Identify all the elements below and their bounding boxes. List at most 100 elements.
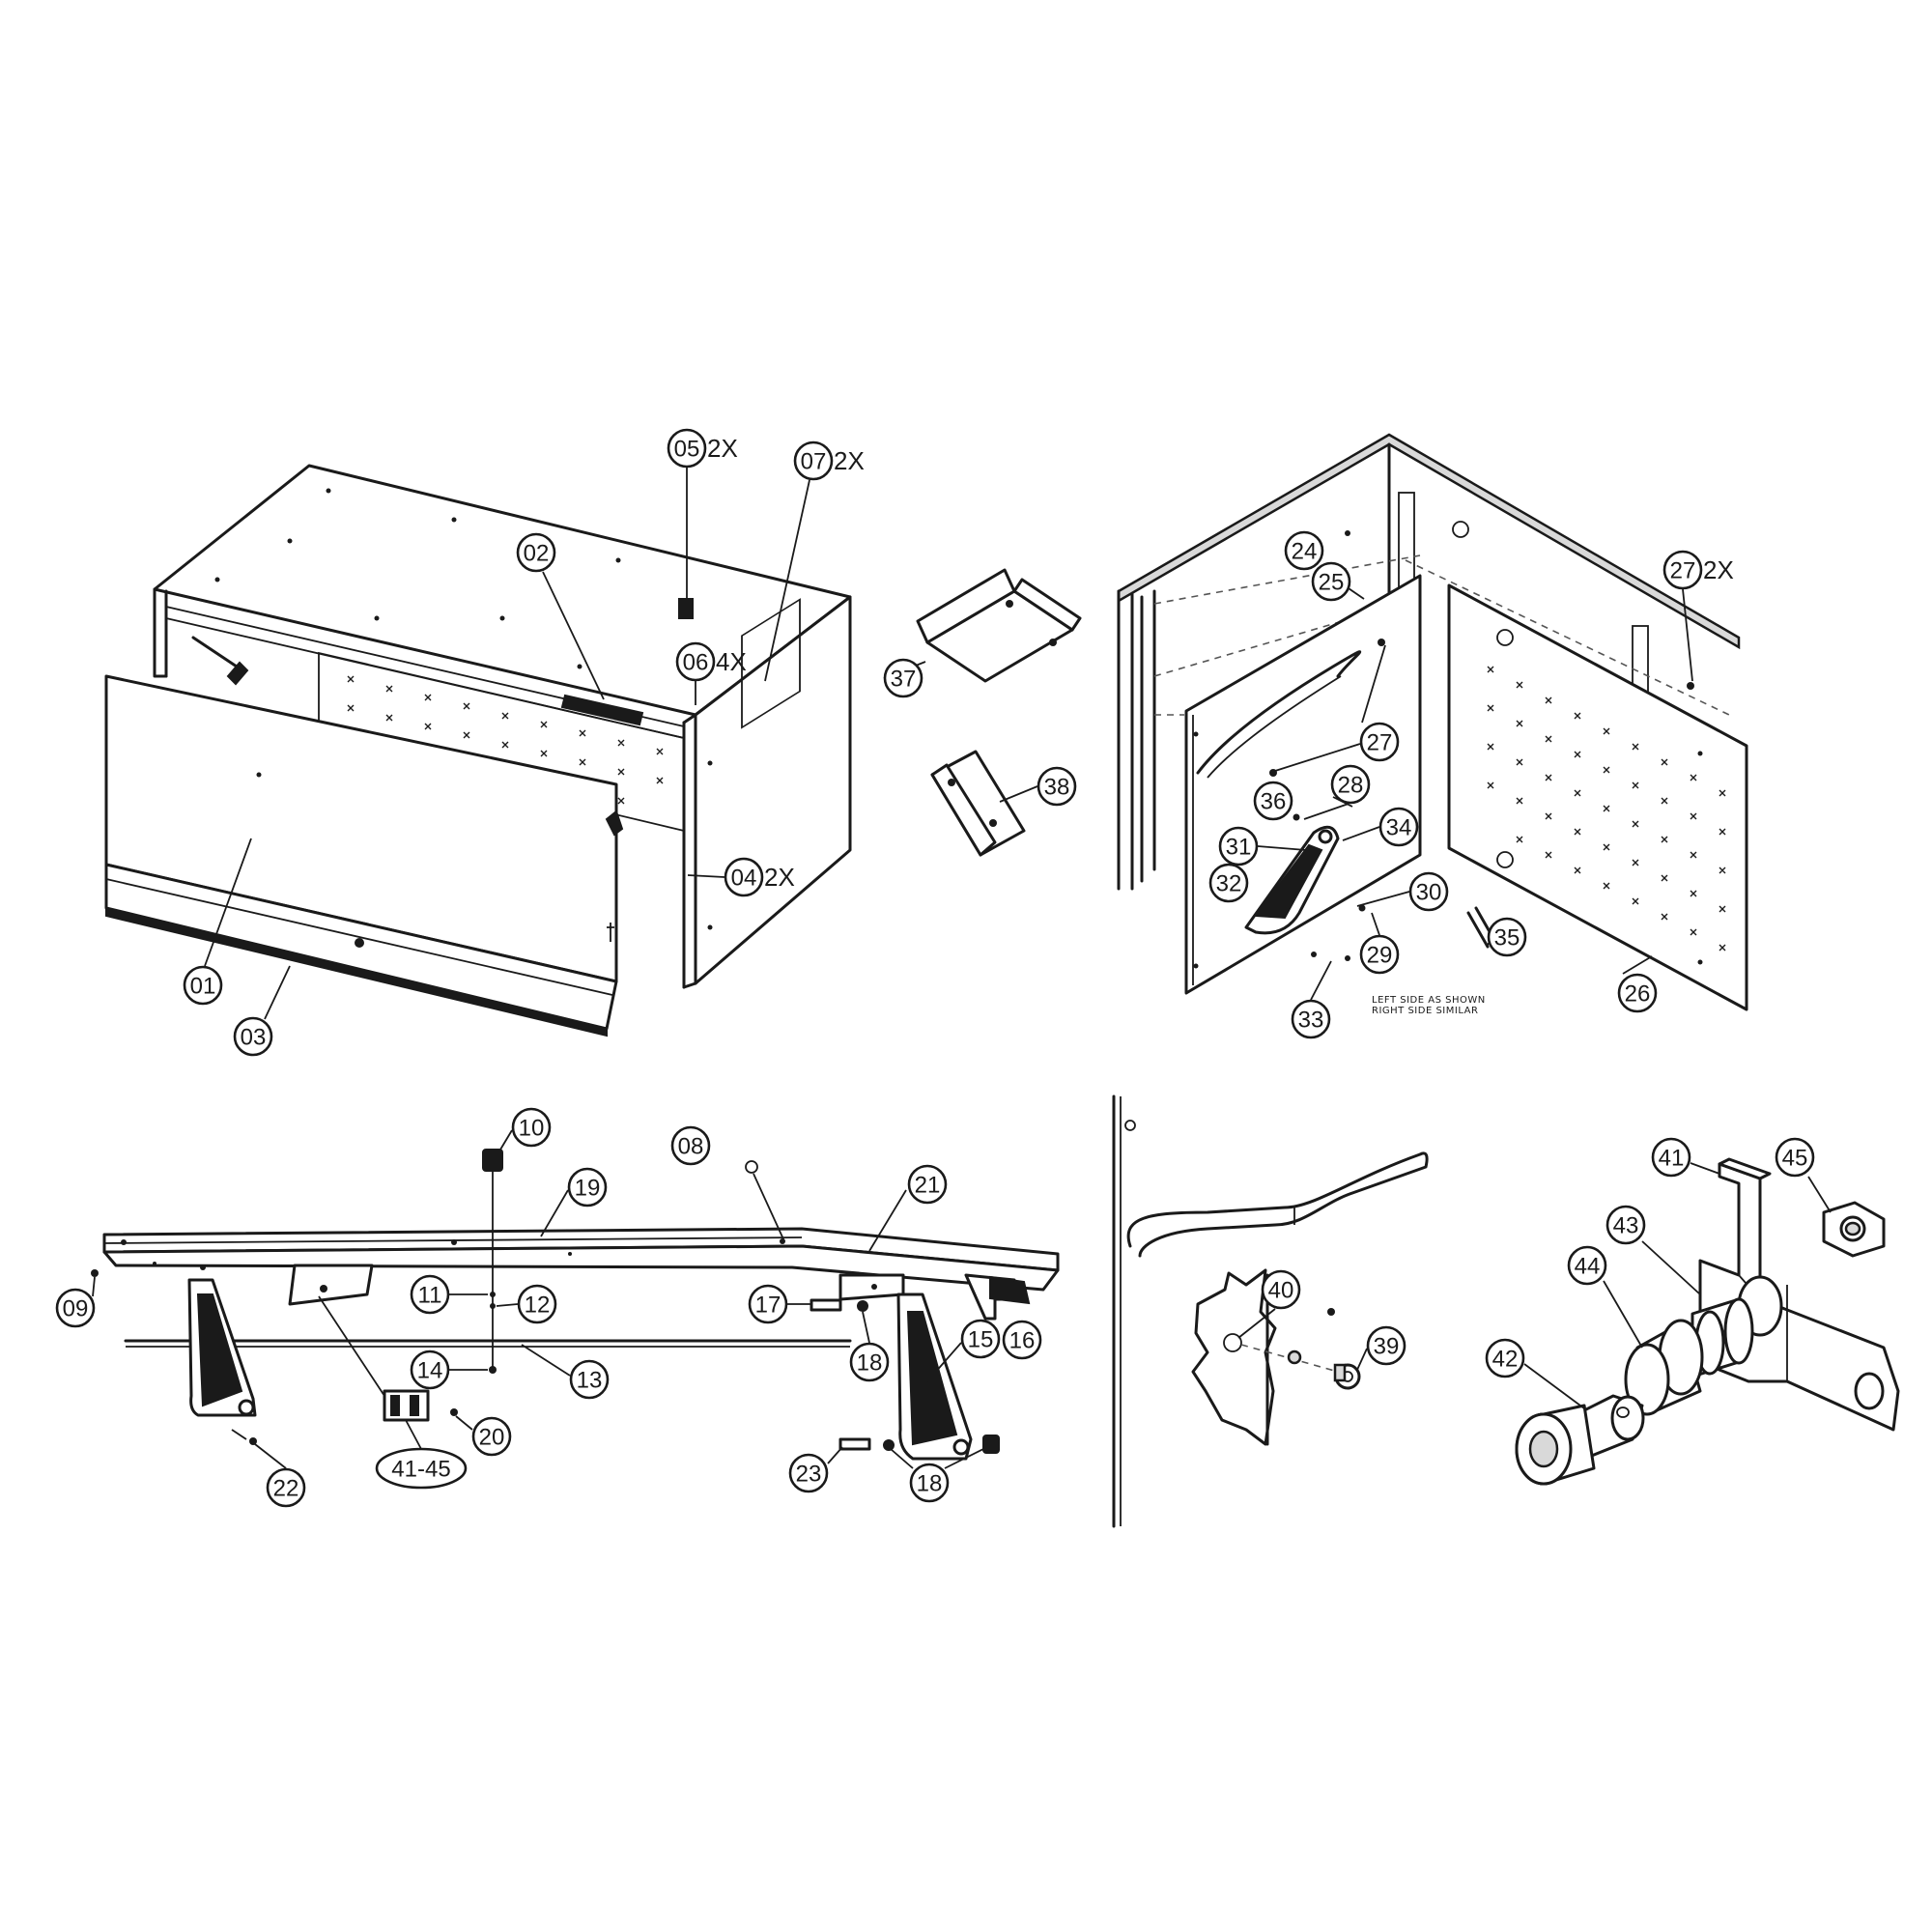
callout-41: 41 (1651, 1137, 1691, 1178)
callout-23: 23 (788, 1453, 829, 1493)
callout-circle (849, 1342, 890, 1382)
callout-circle (1485, 1338, 1525, 1378)
callout-24: 24 (1284, 530, 1324, 571)
callout-number: 29 (1367, 943, 1393, 969)
side-note: LEFT SIDE AS SHOWN RIGHT SIDE SIMILAR (1372, 995, 1486, 1016)
callout-circle (1359, 934, 1400, 975)
callout-number: 17 (755, 1293, 781, 1319)
callout-number: 04 (731, 866, 757, 892)
callout-14: 14 (410, 1350, 450, 1390)
callout-circle (1617, 973, 1658, 1013)
callout-39: 39 (1366, 1325, 1406, 1366)
callout-circle (1002, 1320, 1042, 1360)
callout-number: 34 (1386, 815, 1412, 841)
callout-number: 06 (683, 650, 709, 676)
callout-36: 36 (1253, 781, 1293, 821)
callout-number: 09 (63, 1296, 89, 1322)
callout-37: 37 (883, 658, 923, 698)
callout-circle (1567, 1245, 1607, 1286)
callout-circle (1311, 561, 1351, 602)
callout-number: 24 (1292, 539, 1318, 565)
callout-10: 10 (511, 1107, 552, 1148)
callout-circle (909, 1463, 950, 1503)
callout-circle (960, 1319, 1001, 1359)
callout-quantity: 2X (764, 863, 795, 892)
callout-number: 02 (524, 541, 550, 567)
callout-02: 02 (516, 532, 556, 573)
callout-16: 16 (1002, 1320, 1042, 1360)
callout-35: 35 (1487, 917, 1527, 957)
callout-03: 03 (233, 1016, 273, 1057)
bracket-37 (916, 568, 1082, 683)
callout-18: 18 (849, 1342, 890, 1382)
callout-number: 37 (891, 667, 917, 693)
callout-circle (569, 1359, 610, 1400)
callout-circle (410, 1350, 450, 1390)
callout-circle (511, 1107, 552, 1148)
note-line-2: RIGHT SIDE SIMILAR (1372, 1006, 1478, 1016)
callout-38: 38 (1037, 766, 1077, 807)
callout-40: 40 (1261, 1269, 1301, 1310)
callout-number: 43 (1613, 1213, 1639, 1239)
callout-45: 45 (1775, 1137, 1815, 1178)
callout-circle (1284, 530, 1324, 571)
callout-11: 11 (410, 1274, 450, 1315)
callout-26: 26 (1617, 973, 1658, 1013)
callout-number: 33 (1298, 1008, 1324, 1034)
callout-circle (1359, 722, 1400, 762)
callout-circle (1208, 863, 1249, 903)
callout-number: 05 (674, 437, 700, 463)
callout-number: 40 (1268, 1278, 1294, 1304)
callout-43: 43 (1605, 1205, 1646, 1245)
callout-20: 20 (471, 1416, 512, 1457)
callout-number: 27 (1670, 558, 1696, 584)
callout-number: 11 (418, 1283, 442, 1309)
group-callout-label: 41-45 (391, 1457, 450, 1483)
strut-pin-detail (1112, 1094, 1429, 1528)
callout-28: 28 (1330, 764, 1371, 805)
callout-circle (471, 1416, 512, 1457)
callout-08: 08 (670, 1125, 711, 1166)
callout-number: 23 (796, 1462, 822, 1488)
callout-42: 42 (1485, 1338, 1525, 1378)
callout-circle (1366, 1325, 1406, 1366)
callout-21: 21 (907, 1164, 948, 1205)
callout-number: 31 (1226, 835, 1252, 861)
callout-circle (1605, 1205, 1646, 1245)
callout-33: 33 (1291, 999, 1331, 1039)
lid-strut-assembly (102, 1149, 1060, 1461)
callout-44: 44 (1567, 1245, 1607, 1286)
callout-circle (748, 1284, 788, 1324)
callout-number: 32 (1216, 871, 1242, 897)
callout-circle (1662, 550, 1703, 590)
callout-circle (1330, 764, 1371, 805)
pegboard-right-pattern (1487, 666, 1726, 952)
callout-number: 03 (241, 1025, 267, 1051)
callout-number: 26 (1625, 981, 1651, 1008)
callout-number: 10 (519, 1116, 545, 1142)
callout-13: 13 (569, 1359, 610, 1400)
callout-circle (1037, 766, 1077, 807)
callout-32: 32 (1208, 863, 1249, 903)
callout-number: 36 (1261, 789, 1287, 815)
callout-circle (410, 1274, 450, 1315)
callout-number: 16 (1009, 1328, 1036, 1354)
callout-15: 15 (960, 1319, 1001, 1359)
callout-27: 27 (1359, 722, 1400, 762)
callout-circle (907, 1164, 948, 1205)
callout-29: 29 (1359, 934, 1400, 975)
note-line-1: LEFT SIDE AS SHOWN (1372, 995, 1486, 1006)
callout-31: 31 (1218, 826, 1259, 867)
callout-quantity: 4X (716, 647, 747, 676)
callout-12: 12 (517, 1284, 557, 1324)
callout-number: 25 (1319, 570, 1345, 596)
callout-09: 09 (55, 1288, 96, 1328)
callout-number: 15 (968, 1327, 994, 1353)
latch-detail (1515, 1157, 1900, 1486)
callout-circle (516, 532, 556, 573)
callout-number: 22 (273, 1476, 299, 1502)
callout-circle (670, 1125, 711, 1166)
callout-17: 17 (748, 1284, 788, 1324)
